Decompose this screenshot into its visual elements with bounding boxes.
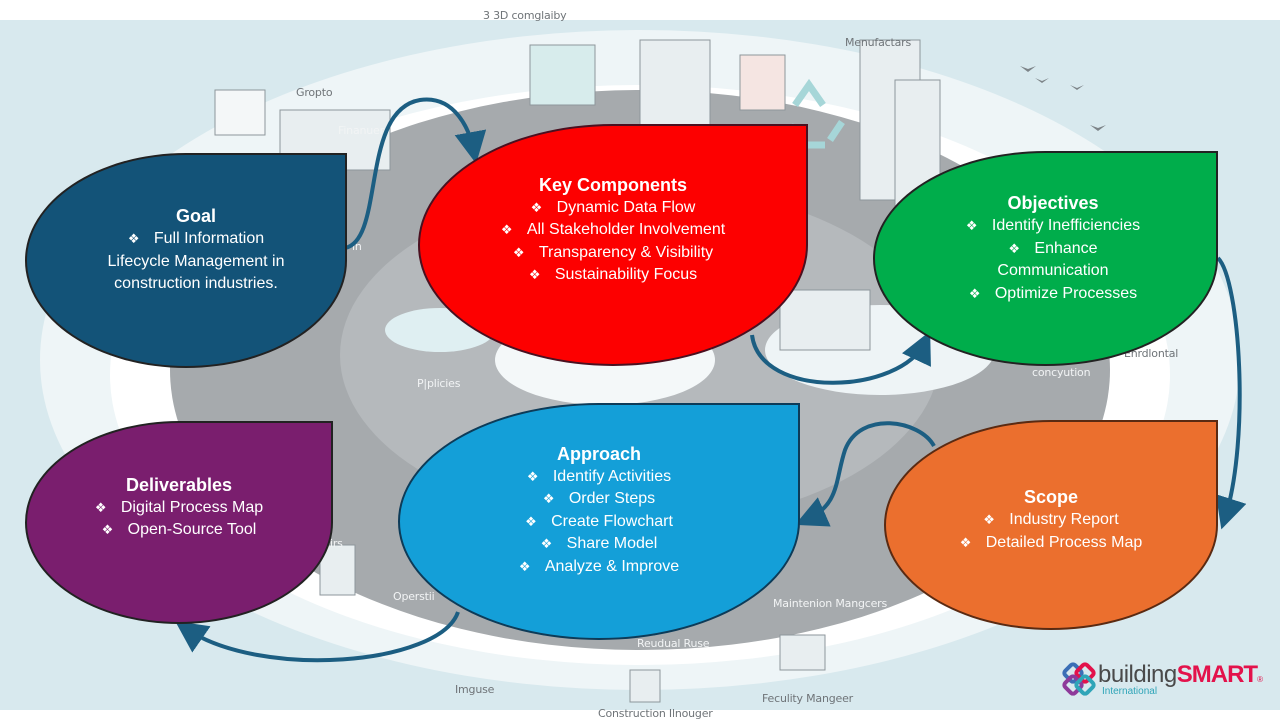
- bg-label-pairs: irs: [330, 537, 343, 550]
- list-item: ❖All Stakeholder Involvement: [501, 219, 725, 242]
- bg-label-imguse: Imguse: [455, 683, 495, 696]
- diamond-bullet-icon: ❖: [526, 468, 539, 484]
- diamond-bullet-icon: ❖: [101, 522, 114, 537]
- bg-label-policies: P|plicies: [417, 377, 461, 390]
- diamond-bullet-icon: ❖: [542, 491, 555, 507]
- bg-label-operations: Operstii: [393, 590, 435, 603]
- goal-list: ❖Full Information Lifecycle Management i…: [107, 228, 285, 296]
- scope-list: ❖Industry Report ❖Detailed Process Map: [960, 509, 1143, 554]
- birds: [1020, 66, 1106, 131]
- objectives-title: Objectives: [1007, 193, 1099, 213]
- list-item: ❖Identify Inefficiencies: [966, 215, 1140, 238]
- approach-title: Approach: [556, 443, 641, 464]
- goal-shape: Goal ❖Full Information Lifecycle Managem…: [25, 153, 347, 368]
- objectives-list: ❖Identify Inefficiencies ❖Enhance Commun…: [966, 215, 1140, 305]
- logo-subtitle: International: [1102, 686, 1158, 697]
- list-item: ❖Open-Source Tool: [95, 519, 263, 542]
- approach-shape: Approach ❖Identify Activities ❖Order Ste…: [398, 403, 800, 640]
- list-item: ❖Optimize Processes: [966, 283, 1140, 306]
- deliverables-list: ❖Digital Process Map ❖Open-Source Tool: [95, 497, 263, 542]
- bg-label-financiers: Finanuers: [338, 124, 390, 137]
- diamond-bullet-icon: ❖: [959, 534, 972, 550]
- diamond-bullet-icon: ❖: [530, 199, 543, 215]
- scope-shape: Scope ❖Industry Report ❖Detailed Process…: [884, 420, 1218, 630]
- diamond-bullet-icon: ❖: [525, 513, 537, 529]
- bg-label-construction: concyution: [1032, 366, 1091, 379]
- deliverables-shape: Deliverables ❖Digital Process Map ❖Open-…: [25, 421, 333, 624]
- bg-label-environmental: Enrdlontal: [1124, 347, 1179, 360]
- buildingsmart-logo: buildingSMART® International: [1062, 660, 1272, 700]
- list-item: ❖Analyze & Improve: [519, 556, 679, 579]
- list-item: ❖Sustainability Focus: [501, 264, 725, 287]
- list-item: ❖Share Model: [519, 533, 679, 556]
- list-item: ❖Create Flowchart: [519, 511, 679, 534]
- diamond-bullet-icon: ❖: [965, 218, 978, 233]
- diamond-bullet-icon: ❖: [1008, 240, 1021, 256]
- bg-label-maintenance: Maintenion Mangcers: [773, 597, 888, 610]
- bg-label-gropto: Gropto: [296, 86, 333, 99]
- diamond-bullet-icon: ❖: [983, 512, 995, 527]
- bg-label-facility-manager: Feculity Mangeer: [762, 692, 853, 705]
- logo-knot-icon: [1062, 662, 1096, 696]
- diamond-bullet-icon: ❖: [540, 536, 553, 552]
- objectives-shape: Objectives ❖Identify Inefficiencies ❖Enh…: [873, 151, 1218, 366]
- key-components-list: ❖Dynamic Data Flow ❖All Stakeholder Invo…: [501, 197, 725, 287]
- bg-label-top: 3 3D comglaiby: [483, 9, 567, 22]
- bg-label-manufacturers: Menufactars: [845, 36, 911, 49]
- list-item: ❖Digital Process Map: [95, 497, 263, 520]
- list-item: ❖Order Steps: [519, 488, 679, 511]
- scope-title: Scope: [1023, 487, 1079, 507]
- diamond-bullet-icon: ❖: [528, 267, 541, 282]
- approach-list: ❖Identify Activities ❖Order Steps ❖Creat…: [519, 466, 679, 579]
- diamond-bullet-icon: ❖: [500, 222, 513, 237]
- key-components-title: Key Components: [538, 174, 688, 195]
- diamond-bullet-icon: ❖: [968, 285, 981, 301]
- diamond-bullet-icon: ❖: [512, 244, 525, 260]
- list-item: ❖Enhance Communication: [997, 239, 1109, 280]
- goal-title: Goal: [175, 206, 216, 227]
- diamond-bullet-icon: ❖: [518, 558, 531, 574]
- bg-label-residual: Reudual Ruse: [637, 637, 710, 650]
- list-item: ❖Dynamic Data Flow: [501, 197, 725, 220]
- list-item: ❖Detailed Process Map: [960, 532, 1143, 555]
- bg-label-left-fragment: in: [352, 240, 362, 253]
- list-item: ❖Transparency & Visibility: [501, 242, 725, 265]
- goal-item: ❖Full Information Lifecycle Management i…: [107, 230, 285, 293]
- diamond-bullet-icon: ❖: [127, 231, 140, 247]
- bg-label-construction-manager: Construction Ilnouger: [598, 707, 713, 720]
- key-components-shape: Key Components ❖Dynamic Data Flow ❖All S…: [418, 124, 808, 366]
- list-item: ❖Industry Report: [960, 509, 1143, 532]
- diamond-bullet-icon: ❖: [94, 499, 107, 515]
- logo-wordmark: buildingSMART®: [1098, 661, 1263, 688]
- list-item: ❖Identify Activities: [519, 466, 679, 489]
- deliverables-title: Deliverables: [125, 474, 233, 495]
